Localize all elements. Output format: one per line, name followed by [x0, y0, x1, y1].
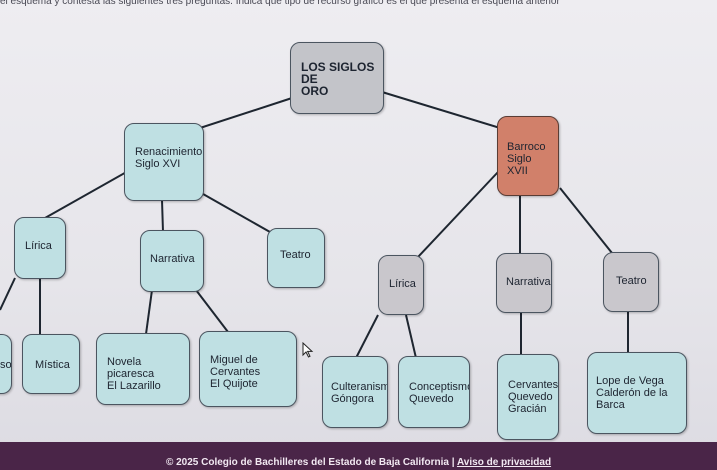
- barroco-narrativa-authors-node: Cervantes Quevedo Gracián: [497, 354, 559, 440]
- renacimiento-teatro-label: Teatro: [280, 249, 311, 261]
- calderon-label: Calderón de la Barca: [596, 387, 668, 411]
- el-lazarillo-label: El Lazarillo: [107, 380, 161, 392]
- renacimiento-teatro-node: Teatro: [267, 228, 325, 288]
- footer-bar: © 2025 Colegio de Bachilleres del Estado…: [0, 442, 717, 470]
- barroco-node: Barroco Siglo XVII: [497, 116, 559, 196]
- narrativa-quevedo-label: Quevedo: [508, 391, 553, 403]
- cut-off-leaf-node: so: [0, 334, 12, 394]
- cut-off-leaf-label: so: [0, 359, 12, 371]
- culteranismo-label: Culteranismo: [331, 381, 387, 393]
- renacimiento-lirica-label: Lírica: [25, 240, 52, 252]
- conceptismo-label: Conceptismo: [409, 381, 470, 393]
- renacimiento-label: Renacimiento: [135, 146, 203, 158]
- novela-picaresca-label: Novela picaresca: [107, 356, 155, 380]
- barroco-teatro-label: Teatro: [616, 275, 647, 287]
- conceptismo-node: Conceptismo Quevedo: [398, 356, 470, 428]
- miguel-de-cervantes-node: Miguel de Cervantes El Quijote: [199, 331, 297, 407]
- el-quijote-label: El Quijote: [210, 378, 258, 390]
- barroco-narrativa-node: Narrativa: [496, 253, 552, 313]
- gongora-label: Góngora: [331, 393, 374, 405]
- miguel-de-cervantes-label: Miguel de Cervantes: [210, 354, 261, 378]
- barroco-lirica-node: Lírica: [378, 255, 424, 315]
- renacimiento-narrativa-label: Narrativa: [150, 253, 195, 265]
- barroco-narrativa-label: Narrativa: [506, 276, 551, 288]
- culteranismo-node: Culteranismo Góngora: [322, 356, 388, 428]
- renacimiento-narrativa-node: Narrativa: [140, 230, 204, 292]
- barroco-century: Siglo XVII: [507, 153, 532, 177]
- barroco-lirica-label: Lírica: [389, 278, 416, 290]
- mistica-node: Mística: [22, 334, 80, 394]
- root-node-siglos-de-oro: LOS SIGLOS DE ORO: [290, 42, 384, 114]
- novela-picaresca-node: Novela picaresca El Lazarillo: [96, 333, 190, 405]
- renacimiento-node: Renacimiento Siglo XVI: [124, 123, 204, 201]
- barroco-teatro-authors-node: Lope de Vega Calderón de la Barca: [587, 352, 687, 434]
- barroco-teatro-node: Teatro: [603, 252, 659, 312]
- footer-copyright: © 2025 Colegio de Bachilleres del Estado…: [165, 457, 457, 468]
- lope-de-vega-label: Lope de Vega: [596, 375, 664, 387]
- gracian-label: Gracián: [508, 403, 547, 415]
- renacimiento-lirica-node: Lírica: [14, 217, 66, 279]
- instructions-text: el esquema y contesta las siguientes tre…: [0, 0, 560, 7]
- root-label-line1: LOS SIGLOS DE: [301, 60, 375, 86]
- mouse-pointer-icon: [302, 342, 314, 358]
- barroco-label: Barroco: [507, 141, 546, 153]
- renacimiento-century: Siglo XVI: [135, 158, 181, 170]
- privacy-notice-link[interactable]: Aviso de privacidad: [456, 457, 552, 468]
- mistica-label: Mística: [35, 359, 70, 371]
- conceptismo-quevedo-label: Quevedo: [409, 393, 454, 405]
- root-label-line2: ORO: [301, 84, 329, 98]
- cervantes-label: Cervantes: [508, 379, 559, 391]
